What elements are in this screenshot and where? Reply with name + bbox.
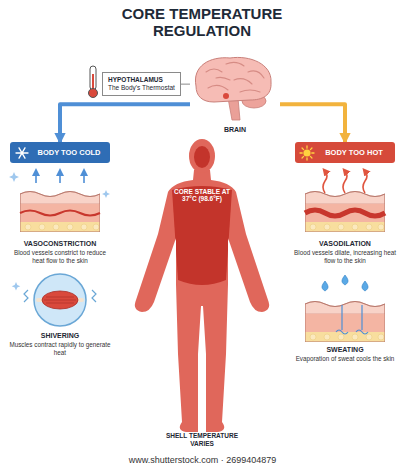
vasodilation-icon: [323, 171, 327, 193]
body-core: [172, 186, 232, 285]
sun-ray: [310, 156, 312, 158]
shivering-icon: [12, 274, 96, 326]
brain-illustration: [206, 62, 264, 92]
sun-ray: [302, 148, 304, 150]
node-subtitle: The Body's Thermostat: [108, 84, 175, 92]
connector-arrow: [280, 104, 345, 142]
vasoconstriction-icon: [20, 192, 100, 233]
vasoconstriction-icon: [35, 172, 37, 183]
snowflake-center: [21, 151, 24, 154]
response-text: Blood vessels dilate, increasing heat fl…: [293, 249, 397, 264]
body-core: [194, 146, 210, 168]
body-figure: CORE STABLE AT 37°C (98.6°F) SHELL TEMPER…: [122, 134, 282, 448]
response-node: SWEATINGEvaporation of sweat cools the s…: [293, 346, 397, 363]
sun-ray: [312, 152, 314, 153]
vasodilation-icon: [305, 171, 385, 232]
hot-box: BODY TOO HOT: [295, 142, 395, 163]
vasoconstriction-icon: [9, 172, 110, 232]
snowflake-arm: [19, 147, 25, 157]
sun-ray: [302, 156, 304, 158]
sun-ray: [306, 157, 307, 159]
vasodilation-icon: [343, 171, 347, 193]
snowflake-arm: [16, 152, 28, 153]
shivering-icon: [44, 297, 76, 303]
snowflake-arm: [19, 147, 25, 157]
sweating-icon: [322, 281, 328, 291]
vasoconstriction-icon: [102, 190, 110, 198]
response-node: VASOCONSTRICTIONBlood vessels constrict …: [8, 240, 112, 264]
sun-icon: [299, 145, 315, 161]
shivering-icon: [24, 290, 96, 302]
body-silhouette: [122, 134, 282, 448]
body-shell: [135, 170, 269, 432]
response-heading: SHIVERING: [8, 332, 112, 340]
hypothalamus-box: HYPOTHALAMUSThe Body's Thermostat: [102, 72, 181, 96]
sweating-icon: [342, 275, 348, 285]
brain-illustration: [195, 57, 271, 102]
body-head: [189, 139, 215, 173]
response-heading: VASOCONSTRICTION: [8, 240, 112, 248]
sweating-icon: [305, 275, 385, 342]
cold-box: BODY TOO COLD: [10, 142, 110, 163]
box-label: BODY TOO COLD: [32, 148, 106, 157]
response-node: VASODILATIONBlood vessels dilate, increa…: [293, 240, 397, 264]
response-text: Evaporation of sweat cools the skin: [293, 355, 397, 363]
response-heading: VASODILATION: [293, 240, 397, 248]
connector-arrow: [181, 84, 190, 85]
sweating-icon: [305, 302, 385, 343]
diagram-title: CORE TEMPERATURE REGULATION: [102, 6, 302, 40]
vasodilation-icon: [305, 192, 385, 233]
shivering-icon: [12, 282, 21, 291]
snow-icon: [14, 145, 30, 161]
response-heading: SWEATING: [293, 346, 397, 354]
sun-ray: [306, 146, 307, 148]
sweating-icon: [336, 305, 368, 334]
brain-label: BRAIN: [190, 126, 280, 134]
thermometer-icon: [89, 89, 98, 98]
node-heading: HYPOTHALAMUS: [108, 76, 175, 84]
vasodilation-icon: [305, 210, 385, 216]
vasodilation-icon: [363, 171, 367, 193]
vasoconstriction-icon: [20, 211, 100, 216]
box-label: BODY TOO HOT: [317, 148, 391, 157]
brain-illustration: [223, 93, 229, 99]
thermometer-icon: [89, 66, 98, 98]
sun-ray: [310, 148, 312, 150]
vasoconstriction-icon: [59, 172, 61, 183]
connector-arrow: [60, 104, 190, 142]
core-label: CORE STABLE AT 37°C (98.6°F): [171, 188, 233, 203]
response-text: Muscles contract rapidly to generate hea…: [8, 341, 112, 356]
vasoconstriction-icon: [9, 172, 19, 182]
brain-illustration: [195, 57, 271, 120]
shivering-icon: [42, 291, 78, 309]
watermark: www.shutterstock.com · 2699404879: [0, 455, 405, 466]
sun-ray: [300, 152, 302, 153]
response-node: SHIVERINGMuscles contract rapidly to gen…: [8, 332, 112, 356]
sweating-icon: [362, 281, 368, 291]
shell-label: SHELL TEMPERATURE VARIES: [162, 432, 242, 448]
brain-node: BRAIN: [190, 56, 280, 134]
response-text: Blood vessels constrict to reduce heat f…: [8, 249, 112, 264]
shivering-icon: [34, 274, 86, 326]
sun-disc: [303, 149, 310, 156]
vasoconstriction-icon: [83, 172, 85, 183]
